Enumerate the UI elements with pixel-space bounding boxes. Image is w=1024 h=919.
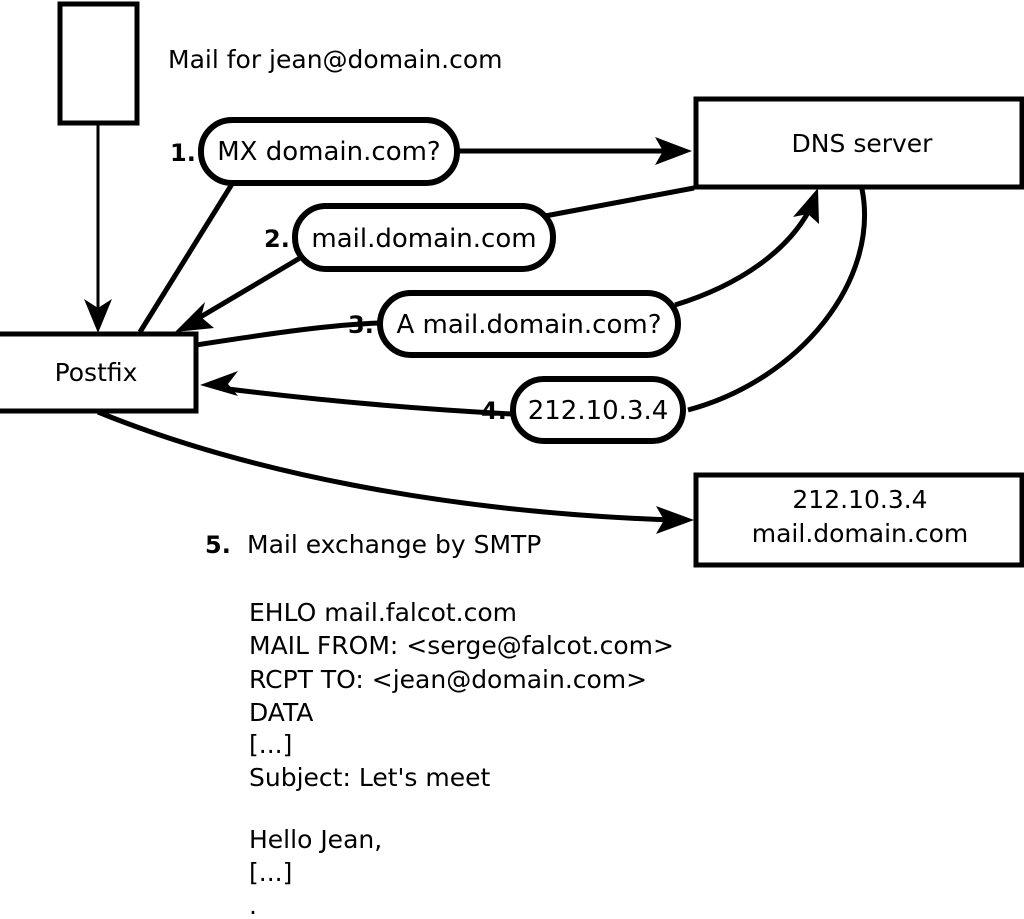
step-2-bubble: mail.domain.com [292,203,556,272]
node-mail-server: 212.10.3.4 mail.domain.com [693,472,1024,568]
transcript-line: Subject: Let's meet [249,763,490,792]
node-mail-source [57,1,140,126]
edge-postfix-to-step3 [195,320,380,348]
step-1-number: 1. [170,139,196,167]
transcript-line: MAIL FROM: <serge@falcot.com> [249,631,674,660]
edge-step3-to-dns [674,188,819,308]
node-postfix: Postfix [0,331,199,414]
edge-dns-to-step2 [544,185,695,219]
transcript-line: [...] [249,730,292,759]
step-3-label: A mail.domain.com? [397,310,662,340]
step-4-label: 212.10.3.4 [528,396,669,426]
step-4-number: 4. [481,397,507,425]
step-1-label: MX domain.com? [217,137,440,167]
step-5-label: Mail exchange by SMTP [247,530,541,559]
node-postfix-label: Postfix [55,358,138,387]
step-4-bubble: 212.10.3.4 [510,376,686,444]
transcript-line: . [249,891,257,919]
edge-postfix-to-mailserver [97,409,694,534]
step-2-label: mail.domain.com [311,224,536,254]
smtp-transcript: EHLO mail.falcot.com MAIL FROM: <serge@f… [249,598,674,919]
edge-step1-to-dns [459,137,692,165]
step-2-number: 2. [264,225,290,253]
transcript-line: Hello Jean, [249,825,382,854]
node-mail-server-ip: 212.10.3.4 [792,485,927,514]
transcript-line: [...] [249,858,292,887]
edge-dns-to-step4 [687,188,868,413]
node-dns-server: DNS server [693,96,1024,190]
step-1-bubble: MX domain.com? [198,117,460,186]
edge-step4-to-postfix [200,371,513,417]
edge-source-to-postfix [84,124,112,333]
transcript-line: EHLO mail.falcot.com [249,598,517,627]
edge-step2-to-postfix [175,255,302,332]
step-3-number: 3. [348,311,374,339]
transcript-line: RCPT TO: <jean@domain.com> [249,665,647,694]
diagram-caption: Mail for jean@domain.com [168,45,503,74]
edge-postfix-to-step1 [137,182,235,334]
step-3-bubble: A mail.domain.com? [377,290,681,358]
transcript-line: DATA [249,698,313,727]
node-mail-server-hostname: mail.domain.com [752,519,968,548]
node-dns-server-label: DNS server [792,129,934,158]
step-5-number: 5. [205,531,231,559]
